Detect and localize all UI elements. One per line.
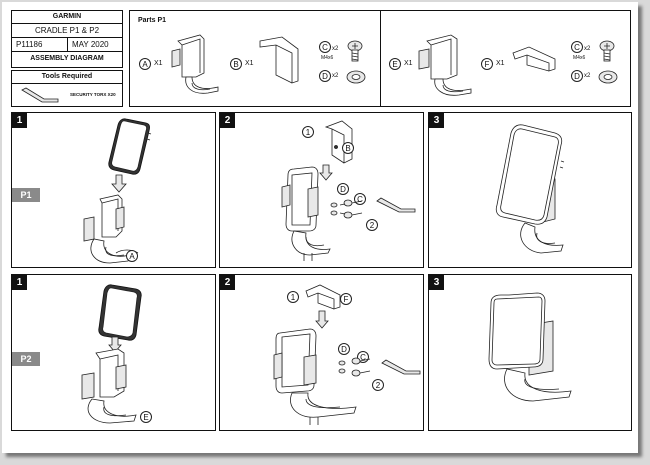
p1-tag: P1: [12, 188, 40, 202]
part-d-qty: x2: [332, 73, 339, 79]
p2-tag: P2: [12, 352, 40, 366]
part-b-bracket-drawing: [259, 36, 299, 84]
part-c-qty-p2: x2: [584, 46, 591, 52]
sequence-1-callout: 1: [287, 291, 299, 303]
torx-key-icon: [376, 197, 416, 213]
parts-p1-block: Parts P1 A X1 B X1 C x2 M4x6 D x2: [129, 10, 381, 107]
part-e-callout: E: [140, 411, 152, 423]
torx-key-icon: [21, 87, 59, 103]
part-e-qty: X1: [404, 60, 413, 67]
sequence-2-callout: 2: [372, 379, 384, 391]
part-d-qty-p2: x2: [584, 73, 591, 79]
step-number: 2: [220, 275, 235, 290]
down-arrow-icon: [111, 174, 127, 193]
p1-step-3-panel: 3: [428, 112, 632, 268]
phone-in-cradle-drawing: [281, 166, 331, 261]
step-number: 1: [12, 113, 27, 128]
down-arrow-icon: [319, 164, 333, 181]
down-arrow-icon: [108, 336, 122, 353]
screws-washers-drawing: [330, 199, 363, 219]
part-d-badge: D: [319, 70, 331, 82]
p2-step-2-panel: 2 1 F D C 2: [219, 274, 424, 431]
tool-label: SECURITY TORX X20: [70, 92, 116, 97]
phone-drawing: [108, 118, 152, 175]
part-d-badge-p2: D: [571, 70, 583, 82]
part-c-badge: C: [319, 41, 331, 53]
part-c-qty: x2: [332, 46, 339, 52]
sequence-1-callout: 1: [302, 126, 314, 138]
down-arrow-icon: [315, 310, 329, 329]
part-a-qty: X1: [154, 60, 163, 67]
step-number: 2: [220, 113, 235, 128]
p1-step-2-panel: 2 1 B D C 2: [219, 112, 424, 268]
phone-drawing: [98, 284, 142, 341]
p1-step-1-panel: 1 P1 A: [11, 112, 216, 268]
bracket-f-drawing: [305, 284, 341, 310]
part-a-callout: A: [126, 250, 138, 262]
part-d-callout: D: [337, 183, 349, 195]
product-name: CRADLE P1 & P2: [34, 26, 100, 35]
p2-step-3-panel: 3: [428, 274, 632, 431]
part-f-bracket-drawing: [512, 46, 556, 72]
assembly-sheet: GARMIN CRADLE P1 & P2 P11186 MAY 2020 AS…: [2, 2, 638, 453]
parts-p1-heading: Parts P1: [138, 17, 167, 24]
phone-in-cradle-drawing: [273, 328, 357, 425]
sequence-2-callout: 2: [366, 219, 378, 231]
part-b-qty: X1: [245, 60, 254, 67]
screws-washers-drawing: [338, 357, 371, 377]
cradle-e-drawing: [81, 348, 137, 424]
part-c-spec-p2: M4x6: [573, 55, 586, 61]
part-a-cradle-drawing: [171, 34, 219, 94]
cradle-drawing: [83, 194, 139, 264]
part-e-badge: E: [389, 58, 401, 70]
part-b-badge: B: [230, 58, 242, 70]
step-number: 3: [429, 113, 444, 128]
part-e-cradle-drawing: [418, 34, 472, 96]
part-c-spec: M4x6: [321, 55, 334, 61]
title-block: GARMIN CRADLE P1 & P2 P11186 MAY 2020 AS…: [11, 10, 123, 68]
step-number: 1: [12, 275, 27, 290]
washer-icon: [346, 70, 366, 84]
part-f-badge: F: [481, 58, 493, 70]
part-f-qty: X1: [496, 60, 505, 67]
part-f-callout: F: [340, 293, 352, 305]
washer-icon: [598, 70, 618, 84]
brand-label: GARMIN: [52, 13, 82, 20]
part-a-badge: A: [139, 58, 151, 70]
torx-key-icon: [381, 359, 421, 375]
screw-icon: [599, 40, 615, 62]
part-b-callout: B: [342, 142, 354, 154]
assembled-cradle-drawing: [488, 292, 572, 402]
p2-step-1-panel: 1 P2 E: [11, 274, 216, 431]
document-type: ASSEMBLY DIAGRAM: [30, 55, 104, 62]
part-d-callout: D: [338, 343, 350, 355]
document-date: MAY 2020: [72, 40, 109, 49]
step-number: 3: [429, 275, 444, 290]
assembled-cradle-drawing: [495, 124, 565, 254]
parts-p2-block: E X1 F X1 C x2 M4x6 D x2: [380, 10, 631, 107]
part-number: P11186: [16, 40, 43, 49]
tools-heading: Tools Required: [41, 73, 93, 80]
tools-block: Tools Required SECURITY TORX X20: [11, 70, 123, 107]
screw-icon: [347, 40, 363, 62]
part-c-badge-p2: C: [571, 41, 583, 53]
